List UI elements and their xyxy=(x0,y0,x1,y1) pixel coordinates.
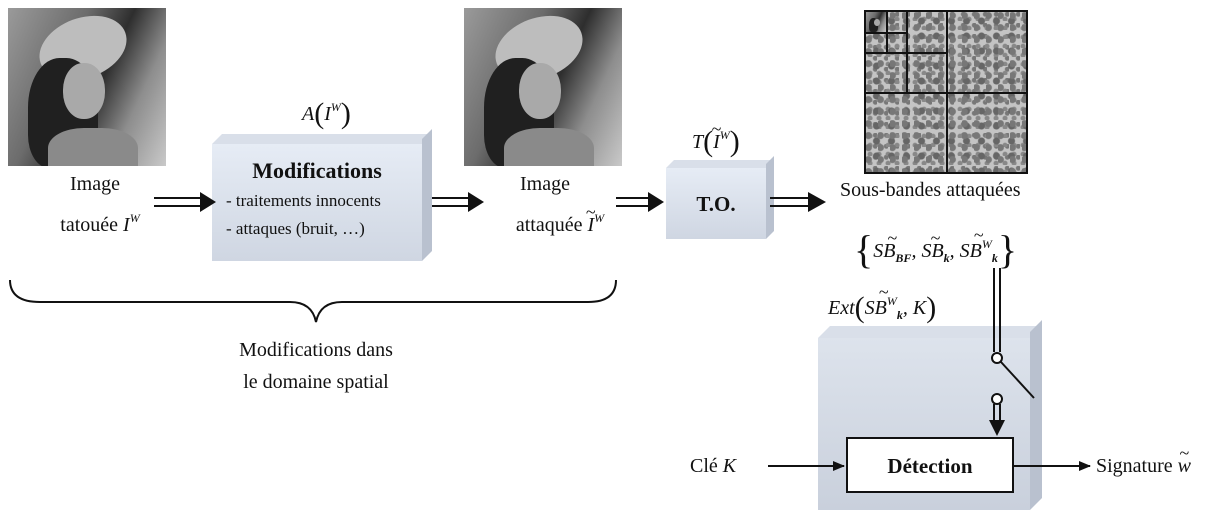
attacked-image xyxy=(464,8,622,166)
transform-label: T.O. xyxy=(696,192,736,216)
transform-box: T.O. xyxy=(666,168,766,239)
watermarked-image xyxy=(8,8,166,166)
spatial-note-line2: le domaine spatial xyxy=(243,371,389,393)
attacked-image-symbol-label: attaquée IW xyxy=(480,212,640,235)
extraction-func: Ext xyxy=(828,297,855,319)
detection-switch xyxy=(989,352,1035,436)
attacked-image-line1: Image xyxy=(520,173,570,195)
subband-to-switch-line xyxy=(993,268,1001,352)
attacked-symbol: I xyxy=(587,215,594,235)
extraction-sub: k xyxy=(896,308,903,322)
modifications-box: Modifications - traitements innocents - … xyxy=(212,144,422,261)
attacked-image-label: Image xyxy=(460,174,630,194)
spatial-domain-brace xyxy=(9,279,617,323)
signature-prefix: Signature xyxy=(1096,455,1178,477)
modification-formula-sup: W xyxy=(330,100,341,114)
watermarked-image-symbol-label: tatouée IW xyxy=(20,212,180,235)
transform-formula: T(IW) xyxy=(692,124,740,157)
watermarked-image-line1: Image xyxy=(70,173,120,195)
extraction-sup: W xyxy=(886,294,897,308)
arrow-to-modifications xyxy=(154,192,216,212)
key-symbol: K xyxy=(722,455,737,477)
modifications-title: Modifications xyxy=(252,158,382,183)
signature-label: Signature w xyxy=(1096,456,1191,476)
subband-decomposition-image xyxy=(864,10,1028,174)
watermarked-image-line2: tatouée xyxy=(60,214,124,236)
modification-formula-func: A xyxy=(302,103,315,125)
transform-formula-sym: I xyxy=(713,132,720,152)
subbands-title: Sous-bandes attaquées xyxy=(840,179,1021,201)
modifications-line1: - traitements innocents xyxy=(226,191,381,210)
detection-label: Détection xyxy=(887,454,973,478)
key-prefix: Clé xyxy=(690,455,723,477)
modification-formula: A(IW) xyxy=(302,97,351,130)
spatial-note-line1: Modifications dans xyxy=(239,339,393,361)
subband-k-sub: k xyxy=(943,251,950,265)
extraction-sb: SB xyxy=(864,297,887,319)
subband-kw-sup: W xyxy=(981,237,992,251)
attacked-symbol-sup: W xyxy=(594,211,605,225)
modification-formula-sym: I xyxy=(324,103,331,125)
subband-kw-sb: SB xyxy=(959,240,982,262)
modifications-line2: - attaques (bruit, …) xyxy=(226,219,365,238)
arrow-to-subbands xyxy=(770,192,826,212)
extraction-formula: Ext(SBWk, K) xyxy=(828,290,936,323)
arrow-to-transform xyxy=(616,192,664,212)
subbands-set: {SBBF, SBk, SBWk} xyxy=(854,224,1017,270)
watermarked-symbol: I xyxy=(123,214,130,236)
attacked-image-line2: attaquée xyxy=(515,214,588,236)
subband-bf-sub: BF xyxy=(895,251,912,265)
watermarked-symbol-sup: W xyxy=(129,211,140,225)
subband-kw-sub: k xyxy=(991,251,998,265)
transform-formula-sup: W xyxy=(719,128,730,142)
key-label: Clé K xyxy=(690,456,736,476)
arrow-to-attacked-image xyxy=(432,192,484,212)
signature-symbol: w xyxy=(1178,456,1191,476)
watermarked-image-label: Image xyxy=(20,174,170,194)
extraction-key: K xyxy=(912,297,927,319)
detection-box: Détection xyxy=(846,437,1014,493)
transform-formula-func: T xyxy=(692,131,704,153)
